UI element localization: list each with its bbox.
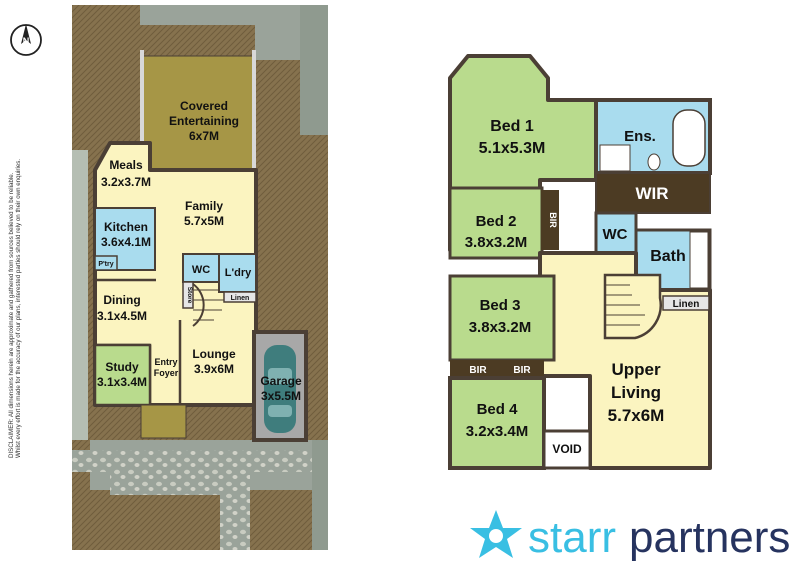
starr-partners-logo: starr partners	[470, 510, 790, 562]
label-bir-left: BIR	[469, 365, 487, 376]
label-family-size: 5.7x5M	[184, 214, 224, 228]
bed4-room	[448, 376, 546, 470]
disclaimer-line-1: DISCLAIMER: All dimensions herein are ap…	[8, 172, 15, 458]
logo-word-starr: starr	[528, 513, 616, 562]
label-foyer: Foyer	[154, 368, 179, 378]
bir-bed2	[541, 190, 559, 250]
compass-letter: N	[23, 36, 30, 46]
pantry-room	[94, 255, 118, 271]
label-wir: WIR	[635, 184, 668, 203]
pergola-post-right	[252, 50, 256, 170]
label-pantry: P'try	[98, 261, 113, 268]
label-lounge: Lounge	[192, 347, 236, 361]
label-bed4: Bed 4	[477, 401, 519, 418]
shower-icon	[599, 144, 631, 172]
label-meals-size: 3.2x3.7M	[101, 175, 151, 189]
covered-entertaining-area	[142, 55, 254, 171]
label-kitchen: Kitchen	[104, 220, 148, 234]
bir-strip	[450, 360, 544, 378]
linen-cupboard-ground	[223, 291, 257, 303]
garden-path-top	[140, 5, 300, 60]
label-garage: Garage	[260, 374, 302, 388]
toilet-icon	[647, 153, 661, 171]
disclaimer-line-2: Whilst every effort is made for the accu…	[15, 159, 22, 458]
side-path	[72, 150, 88, 440]
laundry-room	[218, 253, 257, 293]
label-lounge-size: 3.9x6M	[194, 362, 234, 376]
label-bed3: Bed 3	[480, 297, 521, 314]
label-living: Living	[611, 383, 661, 402]
label-upper: Upper	[611, 360, 661, 379]
label-bed1: Bed 1	[490, 118, 534, 135]
bed2-room	[448, 186, 544, 260]
label-dining: Dining	[103, 293, 140, 307]
wir-room	[595, 172, 711, 214]
stepping-stone-path	[110, 470, 250, 550]
label-store: Store	[186, 287, 193, 304]
label-upper-living-size: 5.7x6M	[608, 406, 665, 425]
label-linen-ground: Linen	[231, 295, 250, 302]
disclaimer: DISCLAIMER: All dimensions herein are ap…	[8, 159, 22, 458]
study-room	[93, 343, 152, 407]
linen-cupboard-upper	[662, 295, 710, 311]
label-covered-entertaining-size: 6x7M	[189, 129, 219, 143]
label-bath: Bath	[650, 248, 686, 265]
label-bir-bed2: BIR	[548, 212, 558, 228]
logo-word-partners: partners	[629, 513, 790, 562]
label-bir-right: BIR	[513, 365, 531, 376]
label-dining-size: 3.1x4.5M	[97, 309, 147, 323]
car-icon	[264, 345, 296, 433]
void-area	[542, 429, 592, 470]
label-entry: Entry	[154, 357, 177, 367]
garden-bed-right	[300, 5, 328, 135]
label-void: VOID	[552, 442, 582, 456]
label-study-size: 3.1x3.4M	[97, 375, 147, 389]
label-bed4-size: 3.2x3.4M	[466, 423, 529, 440]
label-covered-entertaining-2: Entertaining	[169, 114, 239, 128]
north-arrow-icon	[10, 24, 42, 56]
label-garage-size: 3x5.5M	[261, 389, 301, 403]
front-lawn-strip	[312, 440, 328, 550]
pergola-post-left	[140, 50, 144, 170]
label-family: Family	[185, 199, 223, 213]
label-ensuite: Ens.	[624, 128, 656, 145]
label-kitchen-size: 3.6x4.1M	[101, 235, 151, 249]
starr-star-icon	[470, 510, 522, 558]
label-bed1-size: 5.1x5.3M	[479, 140, 546, 157]
bathtub-icon	[672, 109, 706, 167]
label-linen-upper: Linen	[673, 299, 700, 310]
label-bed3-size: 3.8x3.2M	[469, 319, 532, 336]
ground-stair-arc	[192, 283, 205, 327]
label-study: Study	[105, 360, 139, 374]
upper-stair-treads	[605, 284, 645, 326]
front-porch	[140, 404, 187, 439]
label-covered-entertaining-1: Covered	[180, 99, 228, 113]
front-path	[72, 450, 322, 472]
room-labels: N Covered Entertaining 6x7M Meals 3.2x3.…	[23, 36, 700, 456]
label-laundry: L'dry	[225, 267, 252, 279]
label-wc-ground: WC	[192, 264, 210, 276]
label-bed2: Bed 2	[476, 213, 517, 230]
wc-room-upper	[594, 211, 638, 255]
bath-shower-icon	[689, 231, 709, 289]
label-meals: Meals	[109, 158, 143, 172]
ground-stair-treads	[193, 289, 224, 321]
store-room	[182, 281, 194, 309]
label-wc-upper: WC	[603, 226, 628, 243]
label-bed2-size: 3.8x3.2M	[465, 234, 528, 251]
upper-stair	[603, 273, 662, 340]
bed3-room	[448, 274, 556, 362]
